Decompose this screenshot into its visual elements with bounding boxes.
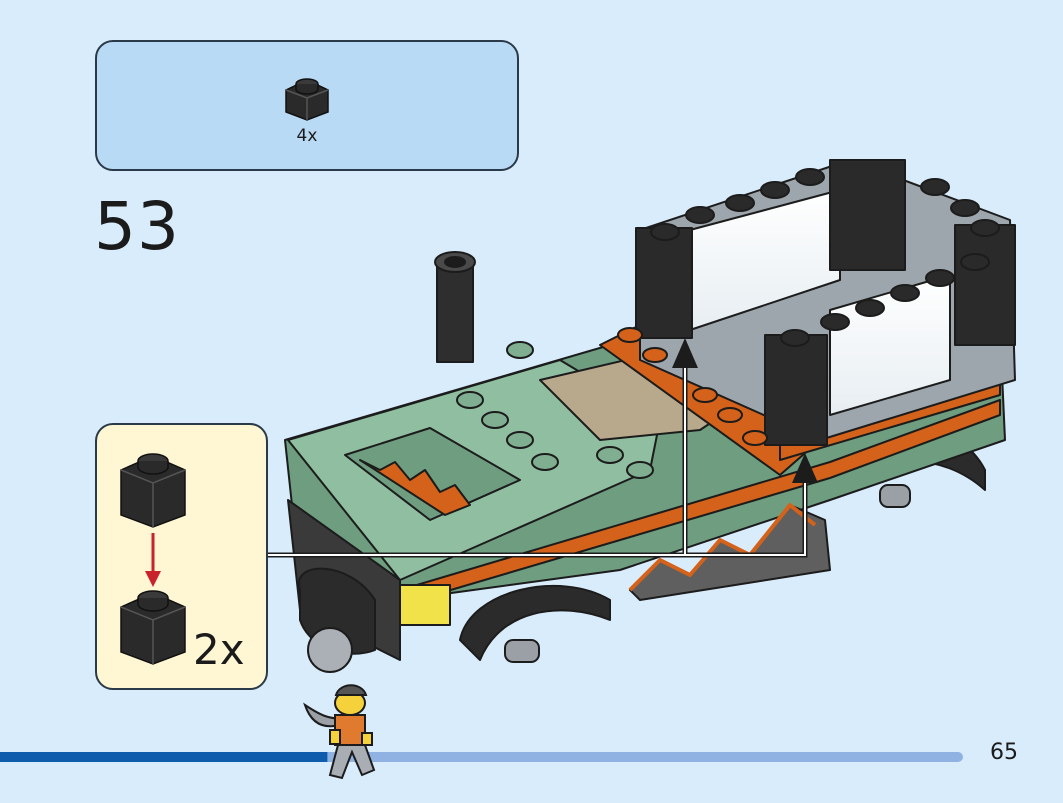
vehicle-model bbox=[284, 159, 1016, 673]
placement-arrow-left bbox=[672, 338, 698, 368]
down-arrow-icon bbox=[145, 533, 161, 587]
progress-bar-fill bbox=[0, 752, 328, 762]
part-quantity: 4x bbox=[296, 126, 318, 146]
parts-list-box: 4x bbox=[95, 40, 519, 171]
minifigure bbox=[303, 684, 376, 780]
subassembly-callout: 2x bbox=[95, 423, 268, 690]
brick-top-icon bbox=[120, 453, 186, 528]
page-number: 65 bbox=[990, 740, 1018, 765]
subassembly-multiplier: 2x bbox=[193, 625, 245, 674]
progress-bar bbox=[0, 752, 963, 762]
black-1x1-brick-icon bbox=[284, 72, 330, 126]
placement-arrow-right bbox=[792, 453, 818, 483]
brick-bottom-icon bbox=[120, 590, 186, 665]
step-number: 53 bbox=[94, 188, 180, 265]
